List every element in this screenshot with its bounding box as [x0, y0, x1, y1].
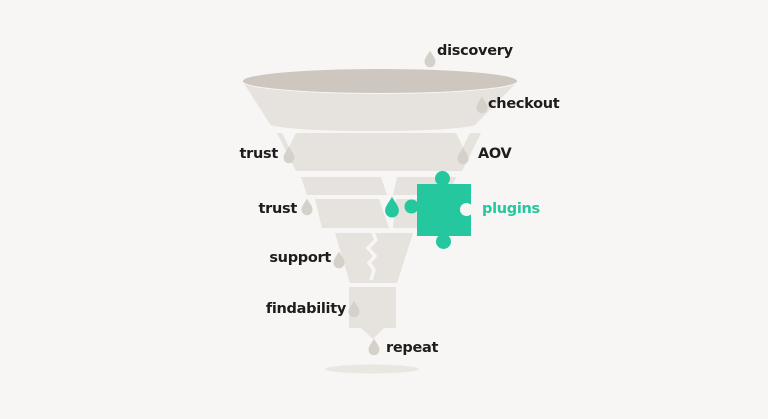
funnel-rim	[243, 69, 517, 93]
label-trust-upper: trust	[239, 146, 279, 162]
label-aov: AOV	[478, 146, 512, 162]
droplet-icon-repeat	[368, 338, 380, 356]
label-repeat: repeat	[386, 340, 439, 356]
funnel-spout	[349, 287, 396, 339]
label-checkout: checkout	[488, 96, 560, 112]
label-trust-lower: trust	[258, 201, 298, 217]
funnel-stage-4-left	[315, 199, 389, 228]
label-support: support	[269, 250, 331, 266]
funnel-stage-bowl	[243, 82, 517, 131]
label-findability: findability	[265, 301, 346, 317]
crack-icon	[365, 229, 379, 281]
puzzle-piece-icon	[404, 171, 473, 249]
funnel-stage-2	[277, 133, 481, 171]
droplet-icon-discovery	[424, 50, 436, 68]
label-discovery: discovery	[437, 43, 513, 59]
funnel-stage-3-left	[301, 177, 387, 195]
ground-shadow	[325, 364, 419, 374]
droplet-icon-trust-lower	[301, 198, 313, 216]
label-plugins: plugins	[482, 201, 540, 217]
